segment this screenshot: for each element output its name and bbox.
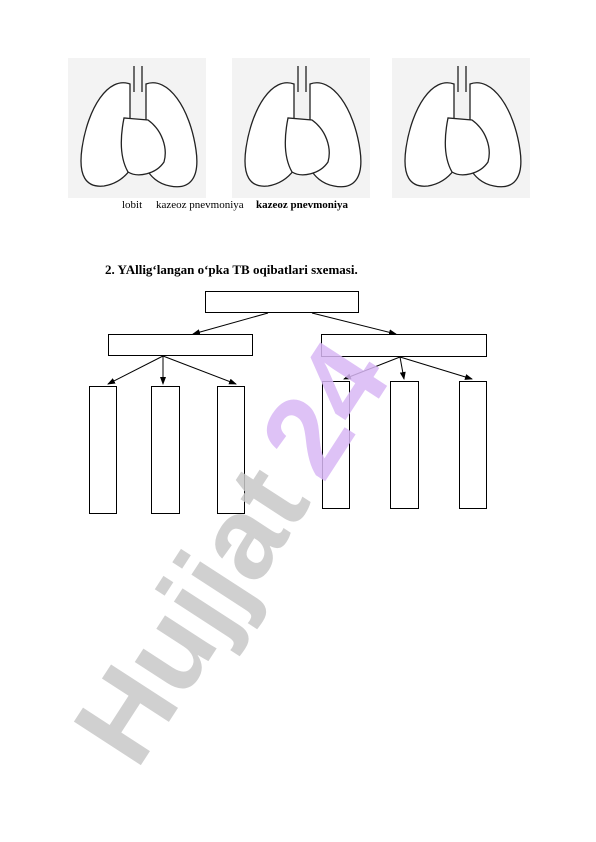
section-heading: 2. YAllig‘langan o‘pka TB oqibatlari sxe… — [105, 262, 358, 277]
schema-leaf-right-3 — [459, 381, 487, 509]
arrow-left-1 — [107, 355, 164, 385]
lung-illustration-2 — [232, 58, 370, 198]
caption-kazeoz-2: kazeoz pnevmoniya — [256, 199, 348, 211]
schema-leaf-right-2 — [390, 381, 419, 509]
arrow-right-1 — [343, 356, 401, 380]
schema-branch-left-box — [108, 334, 253, 356]
arrow-right-3 — [399, 356, 473, 380]
caption-lobit: lobit — [122, 199, 143, 211]
lung-illustration-3 — [392, 58, 530, 198]
schema-root-box — [205, 291, 359, 313]
lungs-icon — [244, 66, 362, 188]
lung-illustration-1 — [68, 58, 206, 198]
schema-leaf-right-1 — [322, 381, 350, 509]
lungs-icon — [404, 66, 522, 188]
arrow-left-3 — [162, 355, 237, 385]
arrow-root-left — [192, 312, 269, 336]
schema-leaf-left-2 — [151, 386, 180, 514]
lungs-icon — [80, 66, 198, 188]
schema-leaf-left-3 — [217, 386, 245, 514]
arrow-root-right — [311, 312, 397, 336]
caption-kazeoz-1: kazeoz pnevmoniya — [156, 199, 244, 211]
schema-branch-right-box — [321, 334, 487, 357]
schema-leaf-left-1 — [89, 386, 117, 514]
arrow-right-2 — [399, 356, 406, 380]
